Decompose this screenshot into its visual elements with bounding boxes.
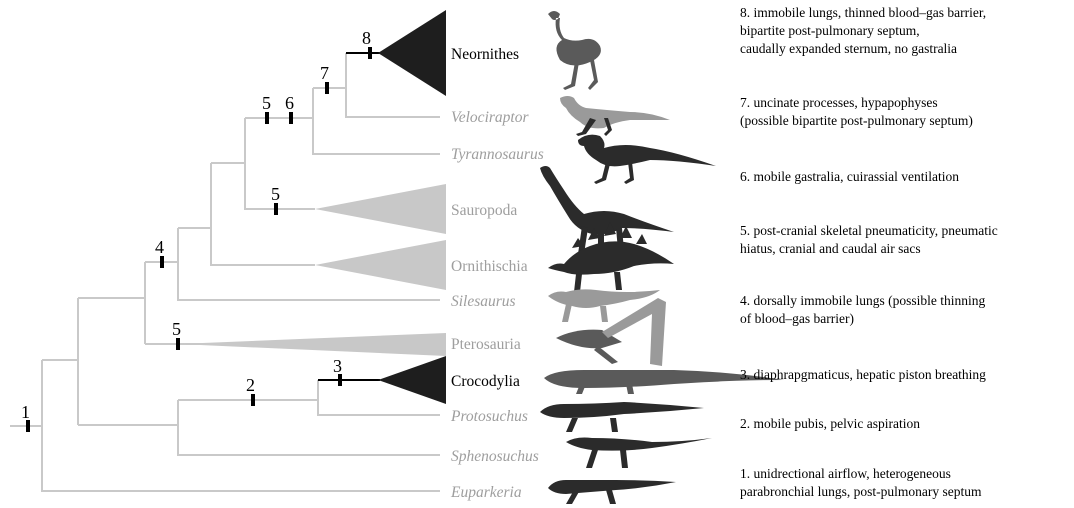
legend-line: parabronchial lungs, post-pulmonary sept… (740, 484, 982, 499)
node-tick-4 (160, 256, 164, 268)
legend-line: 3. diaphrapgmaticus, hepatic piston brea… (740, 367, 986, 382)
node-tick-5-pterosauria (176, 338, 180, 350)
legend-item-3: 3. diaphrapgmaticus, hepatic piston brea… (740, 367, 986, 382)
legend-line: bipartite post-pulmonary septum, (740, 23, 920, 38)
taxon-label-tyrannosaurus: Tyrannosaurus (451, 146, 544, 163)
node-tick-5-sauropoda (274, 203, 278, 215)
legend-line: hiatus, cranial and caudal air sacs (740, 241, 921, 256)
node-label: 5 (172, 319, 181, 339)
bird-skeleton-icon (548, 11, 601, 90)
legend: 8. immobile lungs, thinned blood–gas bar… (740, 5, 998, 499)
node-tick-6 (289, 112, 293, 124)
node-label: 7 (320, 63, 329, 83)
node-label: 2 (246, 375, 255, 395)
legend-line: 2. mobile pubis, pelvic aspiration (740, 416, 920, 431)
stegosaur-skeleton-icon (548, 222, 674, 292)
legend-line: 6. mobile gastralia, cuirassial ventilat… (740, 169, 959, 184)
node-label: 5 (271, 184, 280, 204)
taxon-label-protosuchus: Protosuchus (450, 408, 528, 425)
legend-line: 8. immobile lungs, thinned blood–gas bar… (740, 5, 986, 20)
sauropoda-clade-triangle (315, 184, 446, 234)
legend-item-8: 8. immobile lungs, thinned blood–gas bar… (740, 5, 986, 56)
legend-item-1: 1. unidrectional airflow, heterogeneous … (740, 466, 982, 499)
sauropod-skeleton-icon (540, 166, 674, 254)
pterosaur-skeleton-icon (556, 298, 666, 366)
node-label: 3 (333, 356, 342, 376)
pterosauria-clade-triangle (178, 333, 446, 356)
taxon-label-ornithischia: Ornithischia (451, 258, 528, 275)
node-tick-5-saurischia (265, 112, 269, 124)
taxon-label-silesaurus: Silesaurus (451, 293, 516, 310)
taxon-label-velociraptor: Velociraptor (451, 109, 529, 126)
taxon-label-pterosauria: Pterosauria (451, 336, 521, 353)
tyrannosaurus-skeleton-icon (578, 135, 716, 184)
node-label: 8 (362, 28, 371, 48)
taxon-label-euparkeria: Euparkeria (450, 484, 522, 501)
legend-item-4: 4. dorsally immobile lungs (possible thi… (740, 293, 985, 326)
sphenosuchus-skeleton-icon (566, 438, 712, 469)
taxon-label-neornithes: Neornithes (451, 46, 519, 63)
legend-line: 5. post-cranial skeletal pneumaticity, p… (740, 223, 998, 238)
velociraptor-skeleton-icon (560, 96, 670, 136)
ornithischia-clade-triangle (315, 240, 446, 290)
taxon-label-sauropoda: Sauropoda (451, 202, 517, 219)
node-tick-8 (368, 47, 372, 59)
taxon-label-crocodylia: Crocodylia (451, 373, 520, 390)
legend-line: of blood–gas barrier) (740, 311, 854, 326)
legend-line: 1. unidrectional airflow, heterogeneous (740, 466, 951, 481)
legend-item-6: 6. mobile gastralia, cuirassial ventilat… (740, 169, 959, 184)
legend-line: 7. uncinate processes, hypapophyses (740, 95, 938, 110)
protosuchus-skeleton-icon (540, 402, 704, 432)
node-tick-7 (325, 82, 329, 94)
legend-item-5: 5. post-cranial skeletal pneumaticity, p… (740, 223, 998, 256)
node-label: 4 (155, 237, 164, 257)
taxon-label-sphenosuchus: Sphenosuchus (451, 448, 539, 465)
node-label: 5 (262, 93, 271, 113)
legend-line: 4. dorsally immobile lungs (possible thi… (740, 293, 985, 308)
crocodylia-clade-triangle (378, 356, 446, 404)
node-tick-2 (251, 394, 255, 406)
node-label: 1 (21, 402, 30, 422)
taxon-labels: Neornithes Velociraptor Tyrannosaurus Sa… (450, 46, 544, 501)
legend-item-2: 2. mobile pubis, pelvic aspiration (740, 416, 920, 431)
legend-line: caudally expanded sternum, no gastralia (740, 41, 957, 56)
neornithes-clade-triangle (378, 10, 446, 96)
legend-line: (possible bipartite post-pulmonary septu… (740, 113, 973, 128)
legend-item-7: 7. uncinate processes, hypapophyses (pos… (740, 95, 973, 128)
euparkeria-skeleton-icon (548, 480, 676, 504)
node-label: 6 (285, 93, 294, 113)
